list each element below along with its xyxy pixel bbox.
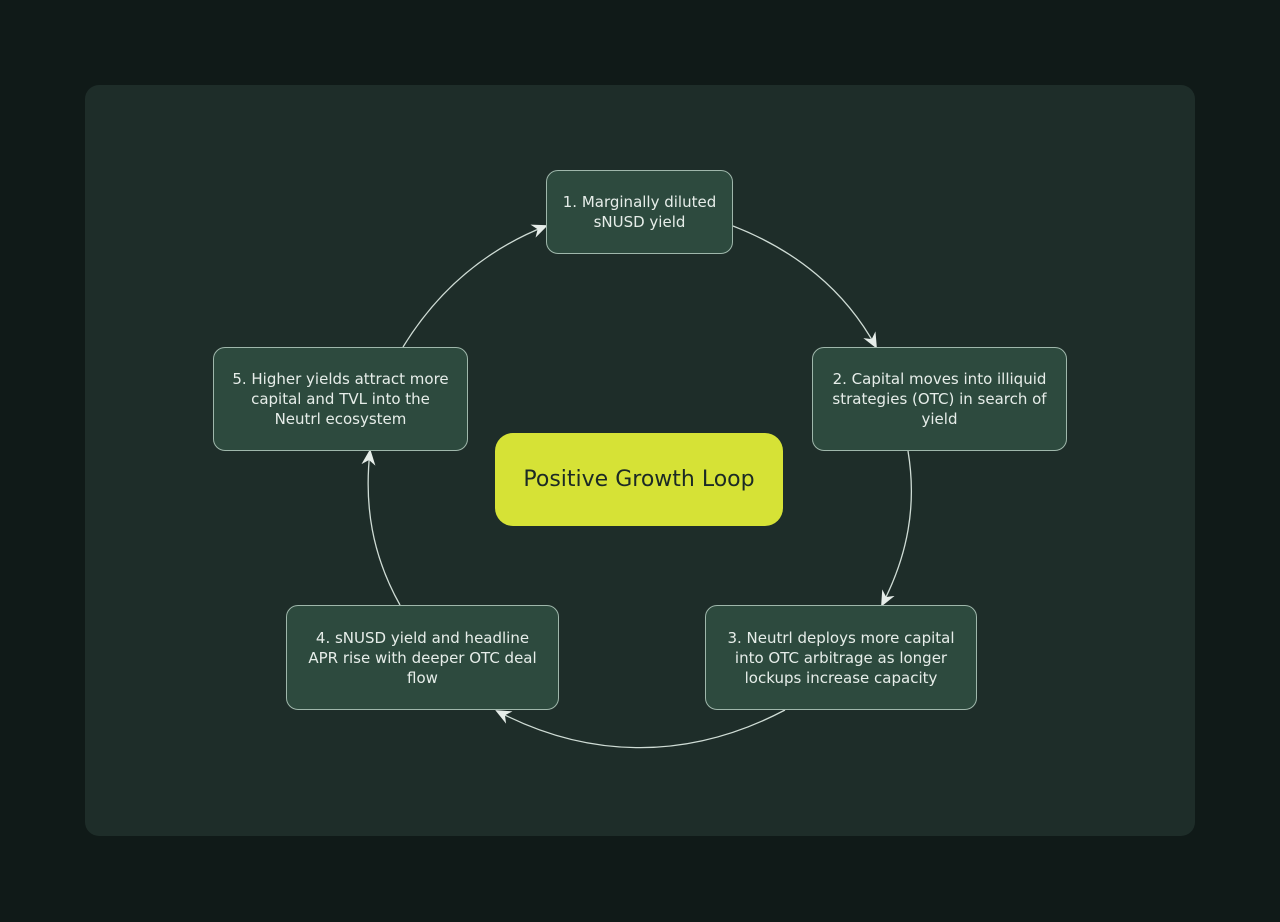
step-1-box: 1. Marginally diluted sNUSD yield (546, 170, 733, 254)
center-title: Positive Growth Loop (523, 467, 755, 492)
step-3-box: 3. Neutrl deploys more capital into OTC … (705, 605, 977, 710)
arrow-2-to-3 (881, 450, 913, 607)
step-5-box: 5. Higher yields attract more capital an… (213, 347, 468, 451)
step-5-label: 5. Higher yields attract more capital an… (232, 370, 449, 428)
step-2-label: 2. Capital moves into illiquid strategie… (832, 370, 1047, 428)
arrow-1-to-2 (732, 225, 877, 349)
step-1-label: 1. Marginally diluted sNUSD yield (562, 193, 717, 231)
step-3-label: 3. Neutrl deploys more capital into OTC … (727, 628, 955, 687)
step-2-box: 2. Capital moves into illiquid strategie… (812, 347, 1067, 451)
arrow-3-to-4 (495, 709, 786, 749)
center-title-box: Positive Growth Loop (495, 433, 783, 526)
step-4-box: 4. sNUSD yield and headline APR rise wit… (286, 605, 559, 710)
arrow-4-to-5 (361, 449, 401, 606)
arrow-5-to-1 (402, 224, 548, 348)
step-4-label: 4. sNUSD yield and headline APR rise wit… (308, 628, 537, 687)
